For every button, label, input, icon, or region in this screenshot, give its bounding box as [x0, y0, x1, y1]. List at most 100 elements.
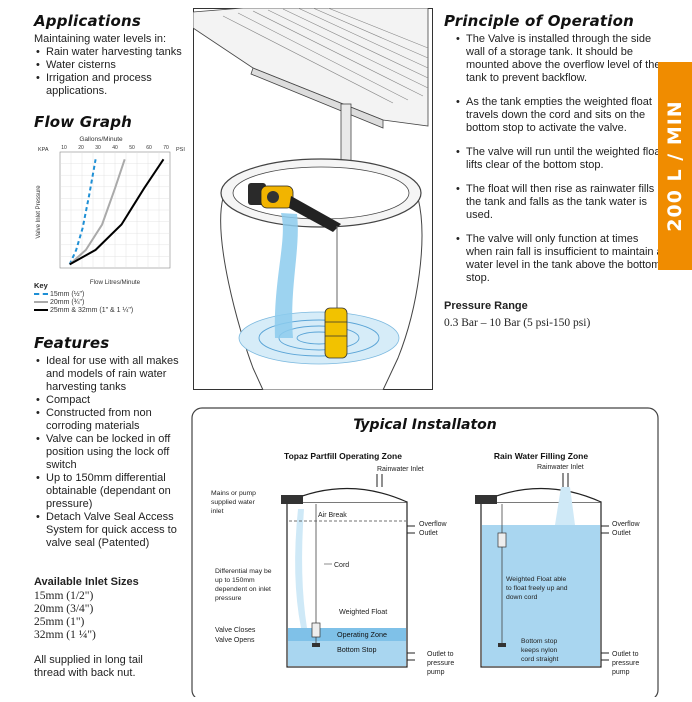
- list-item: Up to 150mm differential obtainable (dep…: [36, 472, 186, 511]
- tank-illustration: [192, 7, 433, 391]
- list-item: Water cisterns: [36, 59, 196, 72]
- valve: [248, 183, 341, 232]
- key-label: 20mm (¾"): [50, 298, 85, 306]
- list-item: Compact: [36, 394, 186, 407]
- capacity-tab: 200 L / MIN: [658, 62, 692, 270]
- right-outlet-label: Outlet to: [612, 651, 639, 658]
- capacity-label: 200 L / MIN: [664, 100, 686, 232]
- list-item: 32mm (1 ¼"): [34, 629, 96, 641]
- left-unit: KPA: [38, 147, 49, 153]
- list-item: The valve will only function at times wh…: [456, 233, 666, 285]
- top-tick-label: 50: [129, 145, 135, 151]
- valve-opens-label: Valve Opens: [215, 637, 255, 644]
- list-item: The Valve is installed through the side …: [456, 33, 666, 85]
- key-swatch: [34, 301, 48, 303]
- top-tick-label: 40: [112, 145, 118, 151]
- list-item: 25mm (1"): [34, 616, 85, 628]
- top-tick-label: 60: [146, 145, 152, 151]
- list-item: The valve will run until the weighted fl…: [456, 146, 666, 172]
- inlet-sizes-heading: Available Inlet Sizes: [34, 576, 139, 588]
- top-tick-label: 10: [61, 145, 67, 151]
- key-item: 15mm (½"): [34, 290, 133, 298]
- installation-svg: Typical Installaton Topaz Partfill Opera…: [191, 407, 659, 701]
- features-heading: Features: [34, 334, 110, 352]
- installation-title: Typical Installaton: [353, 417, 497, 433]
- roof-gutter: [192, 7, 429, 177]
- differential-label: pressure: [215, 595, 242, 602]
- operating-zone-label: Operating Zone: [337, 630, 387, 639]
- right-tank: [475, 473, 609, 668]
- water-stream: [274, 213, 298, 338]
- key-label: 25mm & 32mm (1" & 1 ¼"): [50, 306, 134, 314]
- right-rainwater-inlet-label: Rainwater Inlet: [537, 464, 584, 471]
- left-outlet-label: pump: [427, 669, 445, 676]
- left-rainwater-inlet-label: Rainwater Inlet: [377, 466, 424, 473]
- float-note-label: Weighted Float able: [506, 576, 567, 583]
- list-item: 15mm (1/2"): [34, 590, 94, 602]
- left-overflow-label: Outlet: [419, 530, 438, 537]
- tank-body: [220, 158, 423, 391]
- stop-note-label: Bottom stop: [521, 638, 557, 645]
- differential-label: dependent on inlet: [215, 586, 271, 593]
- left-outlet-label: pressure: [427, 660, 454, 667]
- right-outlet-label: pressure: [612, 660, 639, 667]
- air-break-label: Air Break: [318, 512, 347, 519]
- key-swatch: [34, 309, 48, 311]
- top-tick-label: 30: [95, 145, 101, 151]
- cord-label: Cord: [334, 562, 349, 569]
- differential-label: Differential may be: [215, 568, 272, 575]
- bottom-stop-label: Bottom Stop: [337, 645, 377, 654]
- mains-label: inlet: [211, 508, 224, 515]
- series-line: [69, 158, 165, 266]
- tank-illustration-svg: [192, 7, 433, 391]
- list-item: Constructed from non corroding materials: [36, 407, 186, 433]
- right-overflow-label: Overflow: [612, 521, 641, 528]
- inlet-sizes-footer: All supplied in long tail thread with ba…: [34, 654, 143, 679]
- principle-list: The Valve is installed through the side …: [454, 33, 666, 296]
- weighted-float: [324, 307, 348, 359]
- key-title: Key: [34, 281, 48, 290]
- flow-graph-key: Key 15mm (½") 20mm (¾") 25mm & 32mm (1" …: [34, 281, 133, 314]
- key-item: 20mm (¾"): [34, 298, 133, 306]
- applications-intro: Maintaining water levels in:: [34, 33, 167, 45]
- mains-label: Mains or pump: [211, 490, 256, 497]
- left-overflow-label: Overflow: [419, 521, 448, 528]
- right-diagram-title: Rain Water Filling Zone: [494, 451, 588, 461]
- installation-panel: Typical Installaton Topaz Partfill Opera…: [191, 407, 659, 701]
- list-item: Detach Valve Seal Access System for quic…: [36, 511, 186, 550]
- series-line: [68, 159, 97, 265]
- series-line: [69, 158, 126, 266]
- stop-note-label: keeps nylon: [521, 647, 557, 654]
- right-unit: PSI: [176, 147, 185, 153]
- left-diagram-title: Topaz Partfill Operating Zone: [284, 451, 402, 461]
- list-item: 20mm (3/4"): [34, 603, 94, 615]
- applications-list: Rain water harvesting tanks Water cister…: [34, 46, 196, 98]
- pressure-value: 0.3 Bar – 10 Bar (5 psi-150 psi): [444, 317, 591, 329]
- right-outlet-label: pump: [612, 669, 630, 676]
- y-axis-label: Valve Inlet Pressure: [36, 185, 42, 239]
- list-item: Irrigation and process applications.: [36, 72, 196, 98]
- principle-heading: Principle of Operation: [444, 12, 634, 30]
- list-item: Ideal for use with all makes and models …: [36, 355, 186, 394]
- left-outlet-label: Outlet to: [427, 651, 454, 658]
- top-axis-label: Gallons/Minute: [79, 136, 123, 143]
- features-list: Ideal for use with all makes and models …: [34, 355, 186, 550]
- key-swatch: [34, 293, 48, 295]
- differential-label: up to 150mm: [215, 577, 255, 584]
- list-item: As the tank empties the weighted float t…: [456, 96, 666, 135]
- list-item: Rain water harvesting tanks: [36, 46, 196, 59]
- applications-heading: Applications: [34, 12, 142, 30]
- top-tick-label: 20: [78, 145, 84, 151]
- list-item: The float will then rise as rainwater fi…: [456, 183, 666, 222]
- key-item: 25mm & 32mm (1" & 1 ¼"): [34, 306, 133, 314]
- mains-label: supplied water: [211, 499, 256, 506]
- list-item: Valve can be locked in off position usin…: [36, 433, 186, 472]
- float-note-label: to float freely up and: [506, 585, 568, 592]
- left-tank: [281, 474, 415, 668]
- pressure-heading: Pressure Range: [444, 300, 528, 312]
- valve-closes-label: Valve Closes: [215, 627, 256, 634]
- key-label: 15mm (½"): [50, 290, 85, 298]
- flow-graph-heading: Flow Graph: [34, 113, 133, 131]
